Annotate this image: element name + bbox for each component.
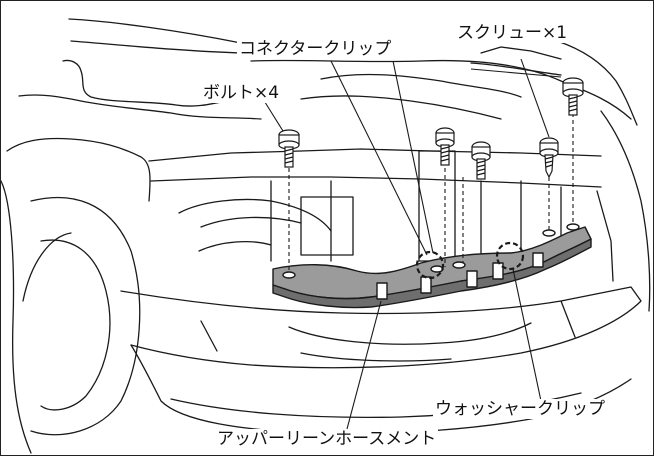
screw-icon (539, 137, 559, 179)
leader-lines (262, 58, 562, 430)
left-fender (6, 137, 151, 202)
radiator-support (148, 148, 602, 162)
dashed-circle-icon (415, 241, 525, 280)
left-wheel-outer (30, 196, 141, 436)
hood-outline (62, 18, 247, 107)
screw-label: スクリュー×1 (455, 23, 570, 43)
bolt-label: ボルト×4 (201, 83, 282, 103)
front-bumper (120, 286, 642, 369)
upper-lean-hose-ment-label: アッパーリーンホースメント (215, 429, 439, 449)
upper-reinforcement-part (272, 223, 592, 309)
washer-clip-label: ウォッシャークリップ (433, 399, 607, 419)
bolt-icon (278, 77, 584, 180)
bolt-guide-lines (288, 113, 574, 273)
left-wheel-inner (40, 239, 111, 411)
hood-edge (18, 94, 262, 120)
connector-clip-label: コネクタークリップ (237, 39, 394, 59)
engine-cover-lines (250, 59, 632, 120)
